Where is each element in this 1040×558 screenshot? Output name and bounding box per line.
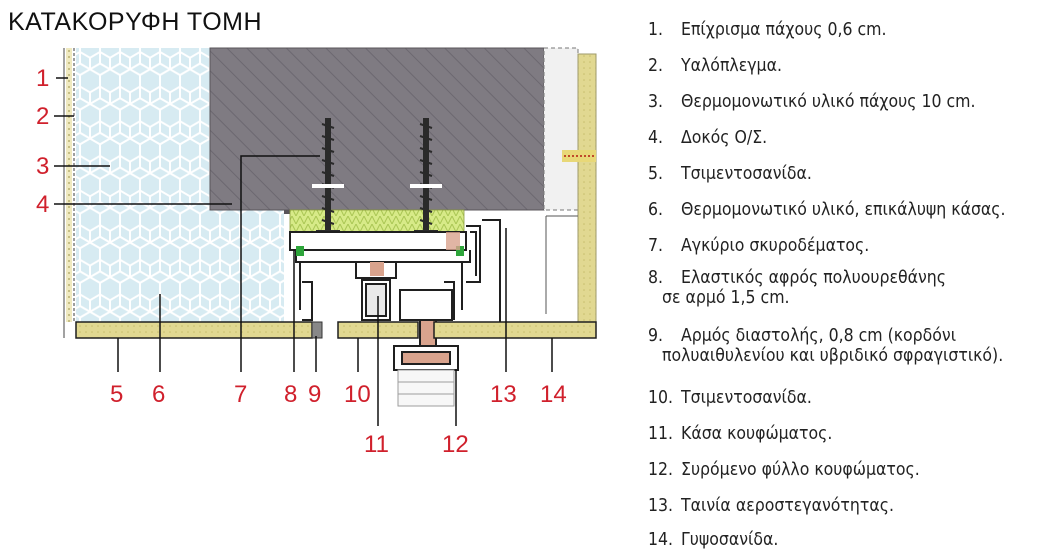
vertical-section-drawing: 1 2 3 4 5 6 7 8 9 10 11 12 13 14: [36, 47, 597, 458]
callout-8: 8: [284, 381, 297, 408]
callout-5: 5: [110, 381, 123, 408]
legend-item: 11.Κάσα κουφώματος.: [648, 424, 833, 444]
legend-item: 2.Υαλόπλεγμα.: [648, 56, 782, 76]
expansion-joint: [311, 321, 323, 339]
legend-item: 7.Αγκύριο σκυροδέματος.: [648, 236, 870, 256]
callout-3: 3: [36, 153, 49, 180]
legend-item: 3.Θερμομονωτικό υλικό πάχους 10 cm.: [648, 92, 976, 112]
legend-item: 1.Επίχρισμα πάχους 0,6 cm.: [648, 20, 887, 40]
callout-6: 6: [152, 381, 165, 408]
callout-9: 9: [308, 381, 321, 408]
diagram-title: ΚΑΤΑΚΟΡΥΦΗ ΤΟΜΗ: [8, 8, 263, 36]
pu-foam: [289, 209, 465, 233]
plasterboard-bottom: [433, 321, 597, 339]
legend-item: 12.Συρόμενο φύλλο κουφώματος.: [648, 460, 920, 480]
legend-item: 14.Γυψοσανίδα.: [648, 530, 779, 550]
callout-2: 2: [36, 103, 49, 130]
callout-10: 10: [344, 381, 371, 408]
window-frame: [289, 225, 481, 321]
legend-item: 13.Ταινία αεροστεγανότητας.: [648, 496, 894, 516]
callout-14: 14: [540, 381, 567, 408]
airtight-tape: [482, 219, 501, 322]
concrete-beam: [209, 47, 545, 211]
legend-item: 10.Τσιμεντοσανίδα.: [648, 388, 812, 408]
callout-numbers: 1 2 3 4 5 6 7 8 9 10 11 12 13 14: [36, 65, 567, 458]
callout-7: 7: [234, 381, 247, 408]
callout-13: 13: [490, 381, 517, 408]
callout-11: 11: [364, 431, 389, 458]
leader-lines: [54, 77, 553, 426]
sliding-sash: [393, 289, 459, 407]
render-layer: [66, 48, 72, 322]
inner-wall: [543, 47, 579, 211]
legend-item: 5.Τσιμεντοσανίδα.: [648, 164, 812, 184]
cement-board-left: [75, 321, 313, 339]
callout-12: 12: [442, 431, 469, 458]
legend-item: 4.Δοκός Ο/Σ.: [648, 128, 768, 148]
legend-item: 6.Θερμομονωτικό υλικό, επικάλυψη κάσας.: [648, 200, 1006, 220]
callout-4: 4: [36, 191, 49, 218]
callout-1: 1: [36, 65, 49, 92]
plasterboard-vertical: [577, 53, 597, 323]
